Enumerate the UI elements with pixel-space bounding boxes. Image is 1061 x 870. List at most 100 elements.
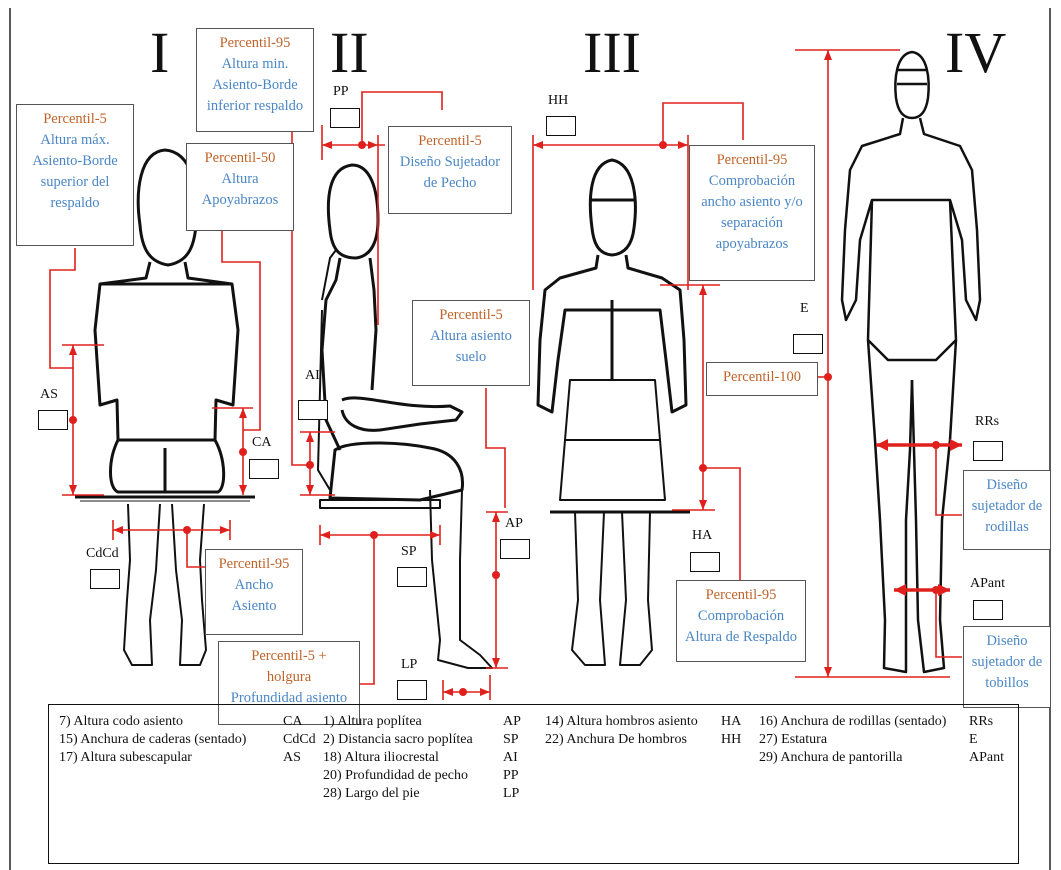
measure-box-HA[interactable] — [690, 552, 720, 572]
percentile-label: Percentil-50 — [191, 148, 289, 169]
percentile-label: Percentil-95 — [681, 585, 801, 606]
percentile-label: Percentil-95 — [210, 554, 298, 575]
measure-box-AI[interactable] — [298, 400, 328, 420]
percentile-label: Percentil-5 — [393, 131, 507, 152]
note-line: Diseño Sujetador — [393, 152, 507, 173]
note-line: Altura min. — [201, 54, 309, 75]
legend-code: LP — [503, 785, 519, 803]
figure-label-II: II — [330, 20, 369, 85]
note-line: Diseño — [968, 631, 1046, 652]
legend-code: SP — [503, 731, 519, 749]
abbr-CA: CA — [252, 435, 271, 451]
legend-code: HA — [721, 713, 741, 731]
figure-label-I: I — [150, 20, 169, 85]
abbr-LP: LP — [401, 657, 417, 673]
note-backrest-top-height: Percentil-5 Altura máx. Asiento-Borde su… — [16, 104, 134, 246]
note-line: sujetador de — [968, 496, 1046, 517]
figure-III-seated-front-view — [538, 160, 690, 665]
abbr-PP: PP — [333, 84, 349, 100]
note-stature: Percentil-100 — [706, 362, 818, 396]
note-line: Altura de Respaldo — [681, 627, 801, 648]
measure-box-RRs[interactable] — [973, 441, 1003, 461]
note-ankle-restraint: Diseño sujetador de tobillos — [963, 626, 1051, 708]
legend-column-4: 16) Anchura de rodillas (sentado)RRs 27)… — [759, 713, 1004, 767]
legend-label: 14) Altura hombros asiento — [545, 713, 721, 731]
note-line: Asiento — [210, 596, 298, 617]
percentile-label: Percentil-100 — [711, 367, 813, 388]
legend-row: 29) Anchura de pantorillaAPant — [759, 749, 1004, 767]
note-knee-restraint: Diseño sujetador de rodillas — [963, 470, 1051, 550]
note-line: rodillas — [968, 517, 1046, 538]
measure-box-CdCd[interactable] — [90, 569, 120, 589]
figure-IV-standing-front-view — [842, 52, 980, 672]
percentile-label: Percentil-95 — [201, 33, 309, 54]
note-seat-width: Percentil-95 Ancho Asiento — [205, 549, 303, 635]
note-line: Altura — [191, 169, 289, 190]
legend-code: AS — [283, 749, 301, 767]
legend-row: 7) Altura codo asientoCA — [59, 713, 316, 731]
percentile-label: Percentil-95 — [694, 150, 810, 171]
measure-box-HH[interactable] — [546, 116, 576, 136]
measure-box-CA[interactable] — [249, 459, 279, 479]
legend-label: 28) Largo del pie — [323, 785, 503, 803]
note-line: Apoyabrazos — [191, 190, 289, 211]
note-backrest-bottom-height: Percentil-95 Altura min. Asiento-Borde i… — [196, 28, 314, 132]
measure-box-AP[interactable] — [500, 539, 530, 559]
measure-box-AS[interactable] — [38, 410, 68, 430]
legend-label: 7) Altura codo asiento — [59, 713, 283, 731]
figure-label-III: III — [583, 20, 641, 85]
abbr-AP: AP — [505, 516, 523, 532]
legend-label: 16) Anchura de rodillas (sentado) — [759, 713, 969, 731]
abbr-HA: HA — [692, 528, 712, 544]
abbr-RRs: RRs — [975, 414, 999, 430]
legend-code: HH — [721, 731, 741, 749]
legend-code: AI — [503, 749, 518, 767]
note-line: de Pecho — [393, 173, 507, 194]
note-line: Asiento-Borde — [21, 151, 129, 172]
abbr-HH: HH — [548, 93, 568, 109]
note-line: respaldo — [21, 193, 129, 214]
note-line: inferior respaldo — [201, 96, 309, 117]
note-chest-restraint: Percentil-5 Diseño Sujetador de Pecho — [388, 126, 512, 214]
legend-code: E — [969, 731, 978, 749]
legend-code: APant — [969, 749, 1004, 767]
abbr-APant: APant — [970, 576, 1005, 592]
measure-box-SP[interactable] — [397, 567, 427, 587]
note-line: suelo — [417, 347, 525, 368]
percentile-label: holgura — [223, 667, 355, 688]
abbr-AS: AS — [40, 387, 58, 403]
measure-box-PP[interactable] — [330, 108, 360, 128]
note-backrest-height-check: Percentil-95 Comprobación Altura de Resp… — [676, 580, 806, 662]
note-line: tobillos — [968, 673, 1046, 694]
legend-row: 16) Anchura de rodillas (sentado)RRs — [759, 713, 1004, 731]
measure-box-APant[interactable] — [973, 600, 1003, 620]
legend-row: 15) Anchura de caderas (sentado)CdCd — [59, 731, 316, 749]
note-line: sujetador de — [968, 652, 1046, 673]
note-armrest-height: Percentil-50 Altura Apoyabrazos — [186, 143, 294, 231]
abbr-E: E — [800, 301, 809, 317]
note-line: Comprobación — [694, 171, 810, 192]
measure-box-LP[interactable] — [397, 680, 427, 700]
note-line: separación — [694, 213, 810, 234]
abbr-AI: AI — [305, 368, 320, 384]
measure-box-E[interactable] — [793, 334, 823, 354]
abbr-SP: SP — [401, 544, 417, 560]
note-line: Asiento-Borde — [201, 75, 309, 96]
legend-label: 1) Altura poplítea — [323, 713, 503, 731]
legend-label: 20) Profundidad de pecho — [323, 767, 503, 785]
legend-code: PP — [503, 767, 519, 785]
legend-label: 2) Distancia sacro poplítea — [323, 731, 503, 749]
note-seat-width-check: Percentil-95 Comprobación ancho asiento … — [689, 145, 815, 281]
percentile-label: Percentil-5 — [417, 305, 525, 326]
